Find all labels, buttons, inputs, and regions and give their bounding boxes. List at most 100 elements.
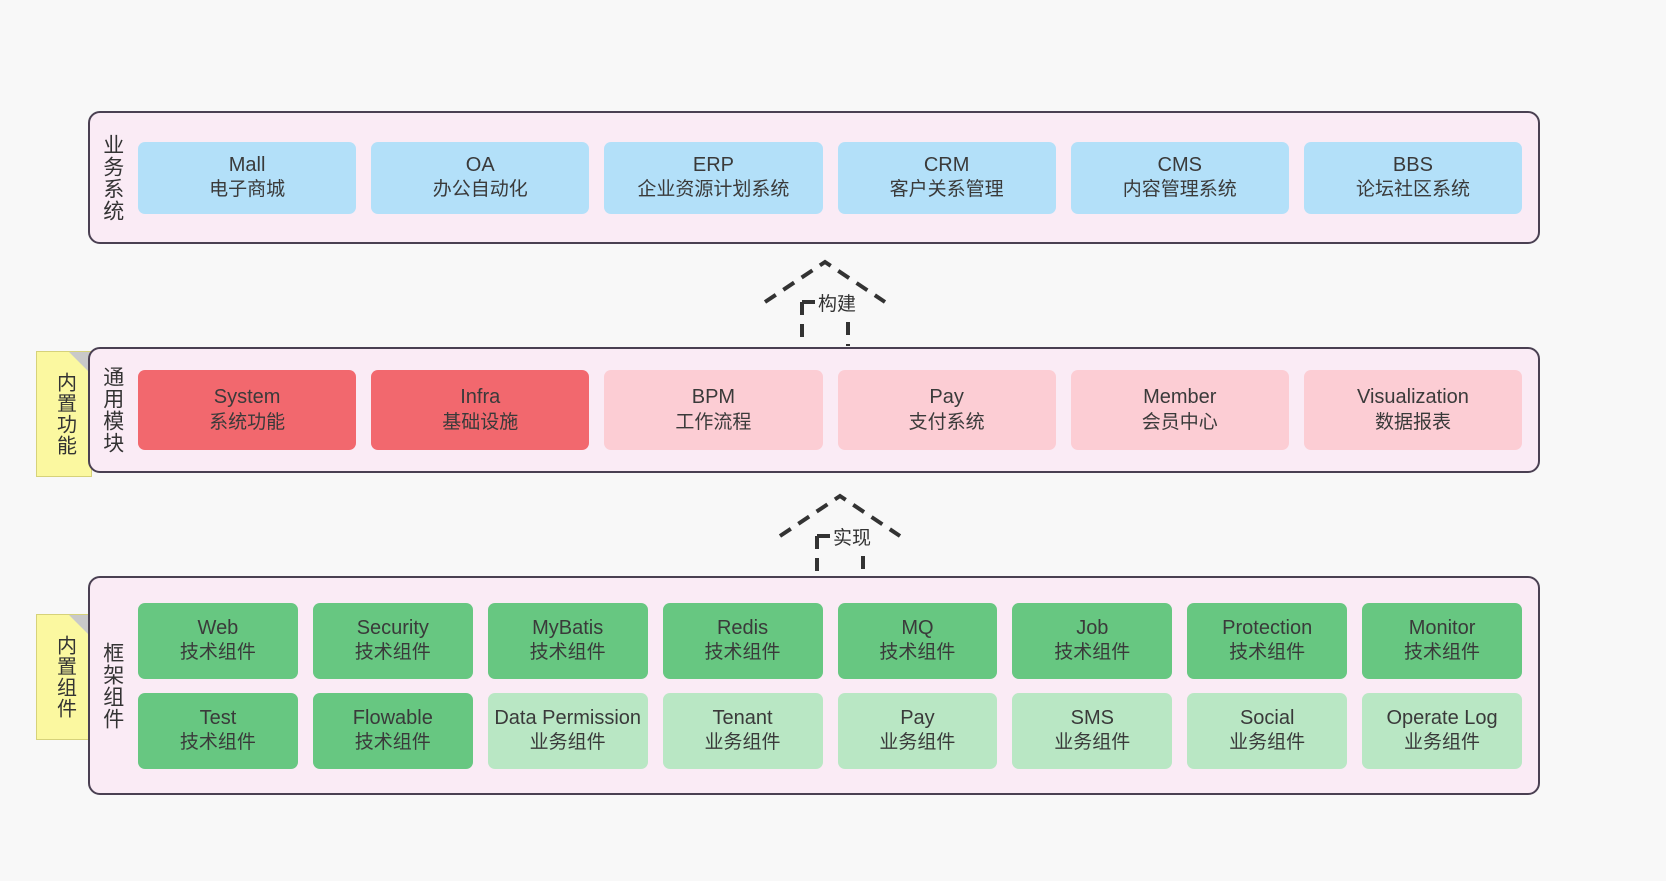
- note-builtin-components: 内置组件: [36, 614, 92, 740]
- common-box-visualization[interactable]: Visualization 数据报表: [1303, 370, 1523, 450]
- box-subtitle: 客户关系管理: [889, 179, 1004, 201]
- box-title: BBS: [1392, 153, 1433, 176]
- box-title: OA: [465, 153, 495, 176]
- business-box-crm[interactable]: CRM 客户关系管理: [837, 141, 1056, 214]
- box-title: Member: [1143, 386, 1217, 409]
- box-subtitle: 支付系统: [908, 411, 985, 433]
- box-title: System: [213, 386, 281, 409]
- box-title: Web: [197, 616, 239, 639]
- connector-shaft: [815, 534, 865, 580]
- framework-box-web[interactable]: Web 技术组件: [138, 602, 298, 679]
- box-title: Visualization: [1356, 386, 1469, 409]
- layer-business-system: 业务系统 Mall 电子商城 OA 办公自动化 ERP 企业资源计划系统 CRM…: [88, 111, 1540, 244]
- box-title: Tenant: [712, 706, 773, 729]
- framework-box-protection[interactable]: Protection 技术组件: [1187, 602, 1348, 679]
- box-subtitle: 论坛社区系统: [1355, 179, 1470, 201]
- business-box-erp[interactable]: ERP 企业资源计划系统: [604, 141, 823, 214]
- common-box-pay[interactable]: Pay 支付系统: [837, 370, 1056, 450]
- common-box-member[interactable]: Member 会员中心: [1070, 370, 1289, 450]
- framework-box-sms[interactable]: SMS 业务组件: [1012, 692, 1173, 769]
- note-builtin-features: 内置功能: [36, 351, 92, 477]
- framework-box-test[interactable]: Test 技术组件: [138, 692, 298, 769]
- business-box-cms[interactable]: CMS 内容管理系统: [1070, 141, 1289, 214]
- framework-box-redis[interactable]: Redis 技术组件: [662, 602, 823, 679]
- connector-build-label: 构建: [815, 289, 860, 316]
- box-title: MQ: [901, 616, 934, 639]
- note-label: 内置组件: [53, 635, 76, 719]
- box-subtitle: 企业资源计划系统: [637, 179, 790, 201]
- box-subtitle: 技术组件: [1404, 642, 1481, 664]
- box-title: Infra: [460, 386, 501, 409]
- box-subtitle: 工作流程: [675, 411, 752, 433]
- layer-framework-component-label: 框架组件: [100, 641, 124, 730]
- layer-common-module-label: 通用模块: [100, 366, 124, 454]
- common-box-system[interactable]: System 系统功能: [138, 370, 357, 450]
- box-subtitle: 技术组件: [879, 642, 956, 664]
- box-subtitle: 系统功能: [209, 411, 286, 433]
- framework-box-mq[interactable]: MQ 技术组件: [837, 602, 998, 679]
- box-title: ERP: [692, 153, 734, 176]
- framework-box-security[interactable]: Security 技术组件: [312, 602, 473, 679]
- box-subtitle: 业务组件: [1054, 732, 1131, 754]
- layer-common-module-body: System 系统功能 Infra 基础设施 BPM 工作流程 Pay 支付系统…: [134, 349, 1538, 471]
- box-subtitle: 业务组件: [529, 732, 606, 754]
- box-title: CMS: [1157, 153, 1202, 176]
- box-title: Test: [199, 706, 237, 729]
- box-title: Redis: [716, 616, 769, 639]
- business-box-mall[interactable]: Mall 电子商城: [138, 141, 357, 214]
- box-subtitle: 技术组件: [1229, 642, 1306, 664]
- box-title: Protection: [1222, 616, 1313, 639]
- box-title: Mall: [228, 153, 266, 176]
- box-title: Job: [1076, 616, 1109, 639]
- box-title: Pay: [929, 386, 964, 409]
- box-title: Operate Log: [1386, 706, 1498, 729]
- layer-business-system-body: Mall 电子商城 OA 办公自动化 ERP 企业资源计划系统 CRM 客户关系…: [134, 113, 1538, 242]
- common-module-row: System 系统功能 Infra 基础设施 BPM 工作流程 Pay 支付系统…: [138, 370, 1523, 450]
- business-box-oa[interactable]: OA 办公自动化: [371, 141, 590, 214]
- box-title: Security: [356, 616, 429, 639]
- box-subtitle: 办公自动化: [432, 179, 528, 201]
- layer-framework-component-body: Web 技术组件 Security 技术组件 MyBatis 技术组件 Redi…: [134, 578, 1538, 793]
- box-subtitle: 业务组件: [879, 732, 956, 754]
- framework-box-data-permission[interactable]: Data Permission 业务组件: [487, 692, 648, 769]
- framework-box-flowable[interactable]: Flowable 技术组件: [312, 692, 473, 769]
- framework-box-social[interactable]: Social 业务组件: [1187, 692, 1348, 769]
- box-subtitle: 基础设施: [442, 411, 519, 433]
- box-subtitle: 技术组件: [179, 732, 256, 754]
- framework-box-pay[interactable]: Pay 业务组件: [837, 692, 998, 769]
- business-system-row: Mall 电子商城 OA 办公自动化 ERP 企业资源计划系统 CRM 客户关系…: [138, 141, 1523, 214]
- box-subtitle: 业务组件: [1404, 732, 1481, 754]
- box-subtitle: 技术组件: [529, 642, 606, 664]
- framework-box-tenant[interactable]: Tenant 业务组件: [662, 692, 823, 769]
- layer-framework-component: 框架组件 Web 技术组件 Security 技术组件 MyBatis 技术组件…: [88, 576, 1540, 795]
- box-title: SMS: [1070, 706, 1114, 729]
- arrowhead-open-triangle: [763, 259, 887, 304]
- framework-box-mybatis[interactable]: MyBatis 技术组件: [487, 602, 648, 679]
- framework-box-monitor[interactable]: Monitor 技术组件: [1362, 602, 1522, 679]
- connector-shaft: [800, 300, 850, 346]
- connector-implement: 实现: [770, 490, 920, 580]
- common-box-infra[interactable]: Infra 基础设施: [371, 370, 590, 450]
- framework-box-job[interactable]: Job 技术组件: [1012, 602, 1173, 679]
- layer-business-system-label: 业务系统: [100, 133, 124, 222]
- framework-box-operate-log[interactable]: Operate Log 业务组件: [1362, 692, 1522, 769]
- box-title: Data Permission: [494, 706, 642, 729]
- framework-row-business: Test 技术组件 Flowable 技术组件 Data Permission …: [138, 692, 1522, 769]
- business-box-bbs[interactable]: BBS 论坛社区系统: [1303, 141, 1523, 214]
- box-subtitle: 技术组件: [354, 642, 431, 664]
- box-title: Pay: [900, 706, 935, 729]
- box-subtitle: 内容管理系统: [1122, 179, 1237, 201]
- box-subtitle: 业务组件: [704, 732, 781, 754]
- box-subtitle: 技术组件: [704, 642, 781, 664]
- box-title: MyBatis: [532, 616, 604, 639]
- box-subtitle: 技术组件: [1054, 642, 1131, 664]
- box-subtitle: 电子商城: [209, 179, 286, 201]
- box-title: BPM: [691, 386, 736, 409]
- box-subtitle: 会员中心: [1141, 411, 1218, 433]
- common-box-bpm[interactable]: BPM 工作流程: [604, 370, 823, 450]
- box-subtitle: 技术组件: [179, 642, 256, 664]
- framework-row-tech: Web 技术组件 Security 技术组件 MyBatis 技术组件 Redi…: [138, 602, 1522, 679]
- connector-implement-label: 实现: [830, 523, 875, 550]
- box-title: Social: [1239, 706, 1295, 729]
